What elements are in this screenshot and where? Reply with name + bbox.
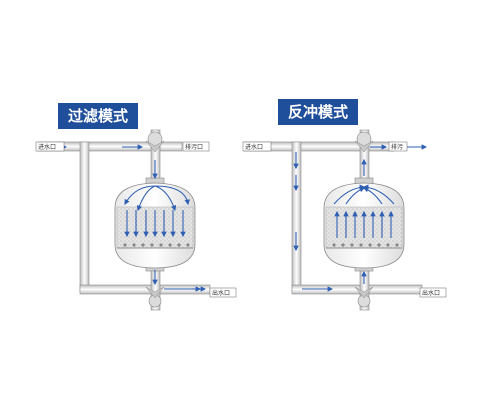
backwash-mode-title: 反冲模式: [278, 99, 358, 125]
flow-arrows: [293, 144, 428, 292]
inlet-label: 进水口: [245, 143, 263, 151]
drain-label: 排污: [391, 143, 403, 151]
flow-arrows: [44, 144, 207, 292]
backwash-mode-diagram: 进水口 排污 出水口: [242, 129, 447, 311]
top-valve: [354, 131, 374, 153]
inlet-label: 进水口: [38, 143, 56, 151]
filter-mode-title: 过滤模式: [58, 103, 138, 129]
filter-mode-diagram: 进水口 排污口 出水口: [35, 129, 237, 311]
bottom-valve: [145, 286, 165, 308]
bottom-valve: [354, 286, 374, 308]
drain-label: 排污口: [185, 143, 203, 151]
outlet-label: 出水口: [422, 289, 440, 297]
top-valve: [145, 131, 165, 153]
outlet-label: 出水口: [212, 289, 230, 297]
